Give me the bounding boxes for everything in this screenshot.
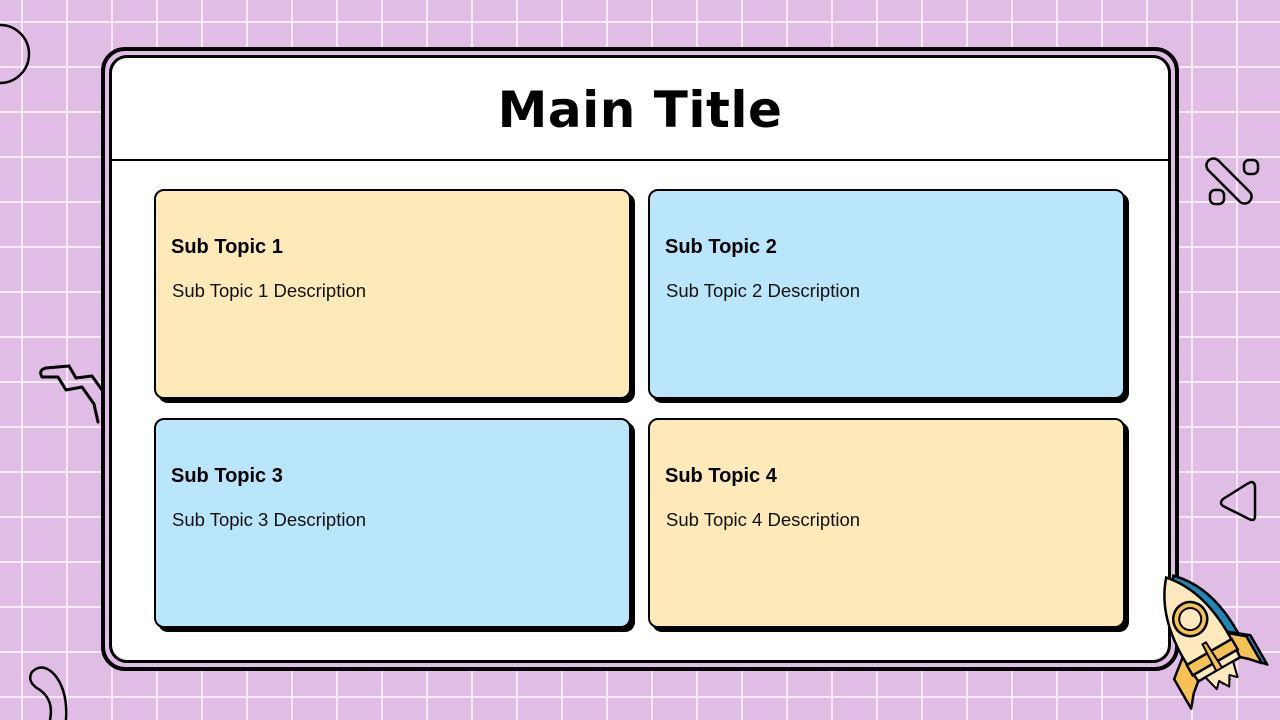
card-title: Sub Topic 1 <box>171 236 283 258</box>
card-sub-topic-2: Sub Topic 2 Sub Topic 2 Description <box>648 189 1125 399</box>
card-title: Sub Topic 2 <box>665 236 777 258</box>
triangle-outline-icon <box>1219 480 1257 522</box>
title-header: Main Title <box>112 58 1168 161</box>
card-sub-topic-3: Sub Topic 3 Sub Topic 3 Description <box>154 418 631 628</box>
rocket-icon <box>1163 574 1269 710</box>
card-title: Sub Topic 3 <box>171 465 283 487</box>
zigzag-icon <box>39 364 104 424</box>
card-description: Sub Topic 3 Description <box>172 509 367 530</box>
card-sub-topic-4: Sub Topic 4 Sub Topic 4 Description <box>648 418 1125 628</box>
arc-shape-icon <box>29 666 68 720</box>
card-title: Sub Topic 4 <box>665 465 777 487</box>
circle-outline-icon <box>0 23 31 85</box>
card-description: Sub Topic 4 Description <box>666 509 861 530</box>
percent-shape-icon <box>1205 157 1260 206</box>
card-description: Sub Topic 2 Description <box>666 280 861 301</box>
card-description: Sub Topic 1 Description <box>172 280 367 301</box>
card-sub-topic-1: Sub Topic 1 Sub Topic 1 Description <box>154 189 631 399</box>
main-title: Main Title <box>497 80 783 139</box>
